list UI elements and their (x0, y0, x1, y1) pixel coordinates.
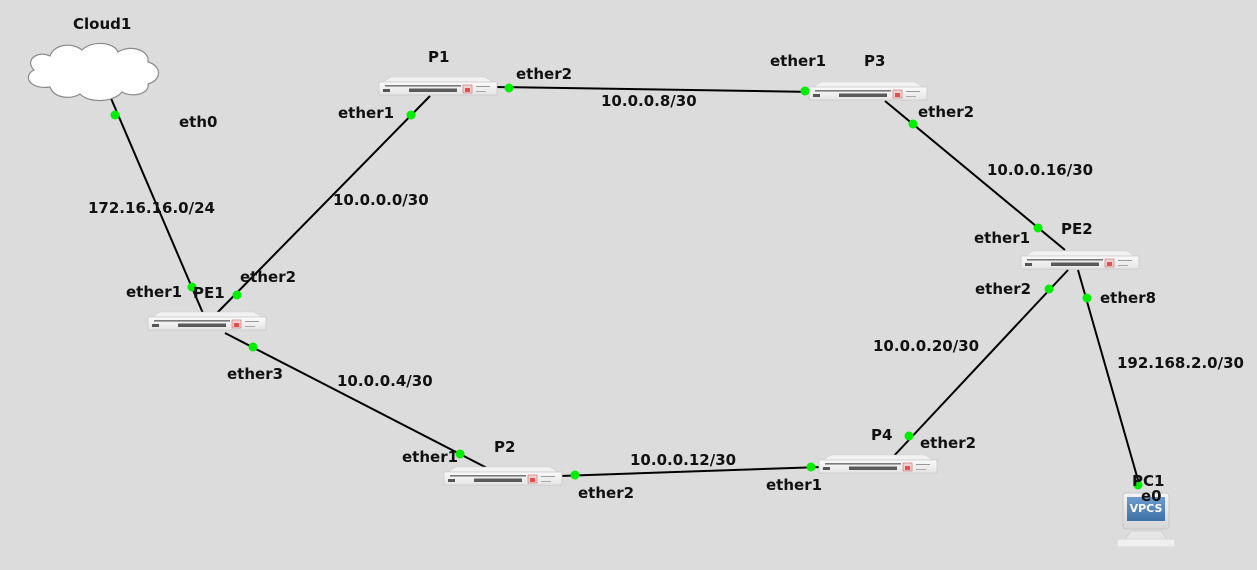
link-p2-p4[interactable] (559, 466, 823, 477)
subnet-label: 10.0.0.0/30 (333, 191, 429, 209)
port-label: ether1 (402, 448, 459, 466)
port-status-dot-icon (187, 282, 197, 292)
port-label: ether2 (578, 484, 635, 502)
port-status-dot-icon (455, 449, 465, 459)
subnet-label: 172.16.16.0/24 (88, 199, 215, 217)
link-cloud1-pe1[interactable] (109, 95, 206, 319)
port-status-dot-icon (1082, 293, 1092, 303)
router-icon (147, 311, 267, 331)
port-status-dot-icon (1033, 223, 1043, 233)
node-label-pe2[interactable]: PE2 (1061, 220, 1093, 238)
port-status-dot-icon (406, 110, 416, 120)
node-p1[interactable] (378, 76, 498, 96)
node-pc1[interactable]: VPCS (1116, 492, 1176, 548)
node-label-pc1[interactable]: PC1 (1132, 472, 1165, 490)
port-label: ether1 (770, 52, 827, 70)
node-label-p3[interactable]: P3 (864, 52, 886, 70)
port-status-dot-icon (1044, 284, 1054, 294)
port-label: eth0 (179, 113, 218, 131)
port-label: ether2 (516, 65, 573, 83)
link-pe2-pc1[interactable] (1077, 269, 1141, 488)
router-icon (808, 81, 928, 101)
svg-text:VPCS: VPCS (1130, 502, 1163, 515)
subnet-label: 10.0.0.16/30 (987, 161, 1094, 179)
port-status-dot-icon (1133, 480, 1143, 490)
port-label: ether8 (1100, 289, 1157, 307)
link-p1-p3[interactable] (496, 86, 816, 93)
port-status-dot-icon (908, 119, 918, 129)
subnet-label: 10.0.0.12/30 (630, 451, 737, 469)
node-label-p4[interactable]: P4 (871, 426, 893, 444)
port-label: ether2 (918, 103, 975, 121)
node-p2[interactable] (443, 466, 563, 486)
port-status-dot-icon (504, 83, 514, 93)
node-label-p2[interactable]: P2 (494, 438, 516, 456)
subnet-label: 10.0.0.20/30 (873, 337, 980, 355)
port-label: ether2 (920, 434, 977, 452)
subnet-label: 10.0.0.4/30 (337, 372, 433, 390)
node-pe1[interactable] (147, 311, 267, 331)
port-label: ether1 (766, 476, 823, 494)
port-status-dot-icon (806, 462, 816, 472)
port-status-dot-icon (800, 86, 810, 96)
port-label: ether1 (338, 104, 395, 122)
node-p4[interactable] (818, 454, 938, 474)
node-pe2[interactable] (1020, 250, 1140, 270)
port-status-dot-icon (904, 431, 914, 441)
port-status-dot-icon (570, 470, 580, 480)
port-status-dot-icon (232, 290, 242, 300)
node-label-pe1[interactable]: PE1 (193, 284, 225, 302)
port-label: ether2 (975, 280, 1032, 298)
port-label: ether3 (227, 365, 284, 383)
node-p3[interactable] (808, 81, 928, 101)
router-icon (443, 466, 563, 486)
port-label: ether2 (240, 268, 297, 286)
link-pe1-p2[interactable] (224, 332, 488, 469)
port-status-dot-icon (110, 110, 120, 120)
router-icon (1020, 250, 1140, 270)
subnet-label: 192.168.2.0/30 (1117, 354, 1244, 372)
node-cloud1[interactable] (27, 42, 160, 102)
node-label-p1[interactable]: P1 (428, 48, 450, 66)
subnet-label: 10.0.0.8/30 (601, 92, 697, 110)
cloud-icon (27, 42, 160, 102)
port-status-dot-icon (248, 342, 258, 352)
vpcs-pc-icon: VPCS (1116, 492, 1176, 548)
router-icon (378, 76, 498, 96)
port-label: ether1 (126, 283, 183, 301)
port-label: e0 (1141, 487, 1162, 505)
port-label: ether1 (974, 229, 1031, 247)
router-icon (818, 454, 938, 474)
link-pe1-p1[interactable] (216, 95, 431, 314)
link-pe2-p4[interactable] (891, 269, 1069, 459)
node-label-cloud1[interactable]: Cloud1 (73, 15, 132, 33)
